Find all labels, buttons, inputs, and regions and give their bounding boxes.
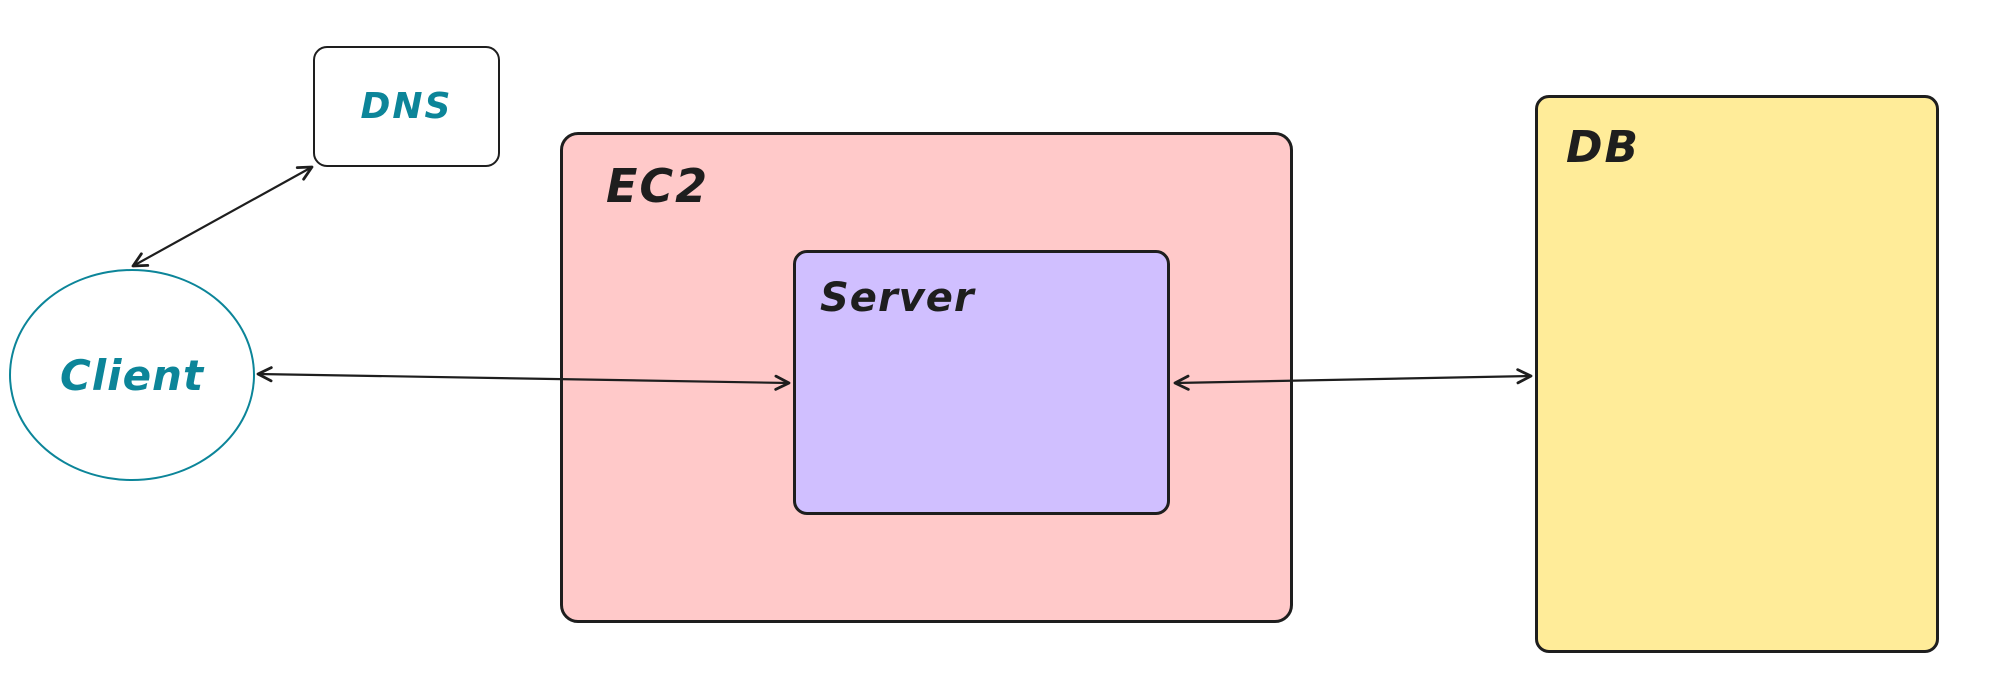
node-server-label: Server (820, 275, 975, 321)
node-db-label: DB (1566, 122, 1641, 173)
edge-client-server[interactable] (256, 366, 791, 391)
edge-client-dns[interactable] (131, 165, 314, 268)
edge-server-db[interactable] (1173, 368, 1533, 391)
node-db[interactable]: DB (1535, 95, 1939, 653)
node-dns-label: DNS (360, 86, 453, 127)
node-client-label: Client (59, 350, 205, 400)
node-server[interactable]: Server (793, 250, 1170, 515)
node-client[interactable]: Client (9, 269, 255, 481)
node-dns[interactable]: DNS (313, 46, 500, 167)
node-ec2-label: EC2 (606, 159, 710, 213)
